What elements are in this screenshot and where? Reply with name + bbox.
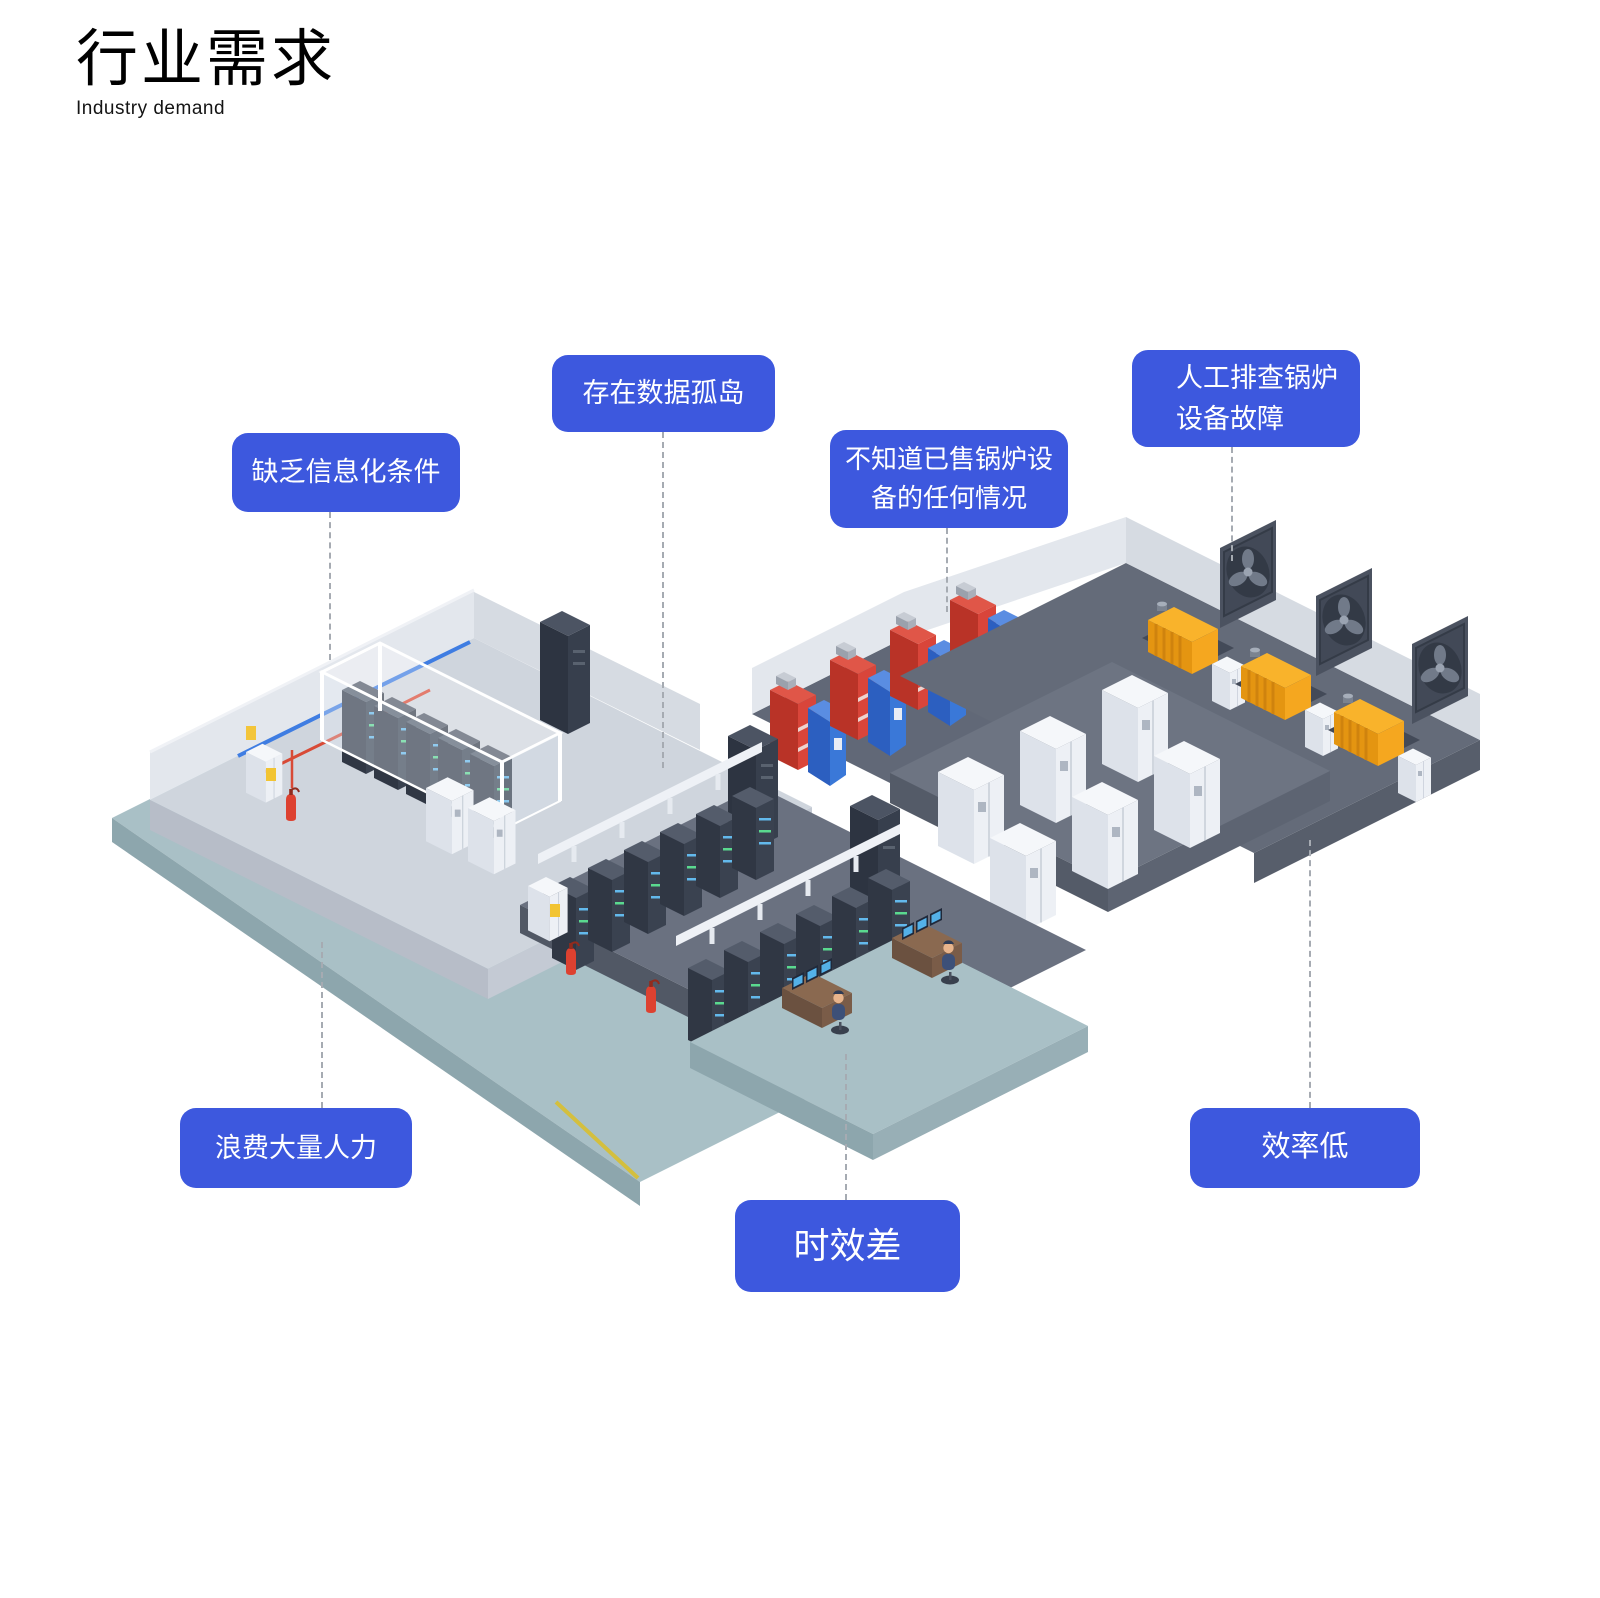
callout-waste-manpower: 浪费大量人力: [180, 1108, 412, 1188]
callout-label: 人工排查锅炉设备故障: [1176, 363, 1338, 434]
connector-low-efficiency: [1309, 840, 1311, 1108]
hazard-strip: [554, 1100, 640, 1180]
callout-label: 不知道已售锅炉设备的任何情况: [844, 444, 1053, 513]
connector-waste-manpower: [321, 942, 323, 1108]
white-cabinet: [1397, 748, 1432, 803]
callout-data-silos: 存在数据孤岛: [552, 355, 775, 432]
cabinet-area: [890, 662, 1330, 931]
page-subtitle: Industry demand: [76, 98, 226, 120]
overhead-rail: [676, 824, 900, 946]
callout-label: 浪费大量人力: [215, 1132, 377, 1163]
connector-unknown-sold-boilers: [946, 528, 948, 612]
overhead-rail: [538, 742, 762, 864]
white-cabinet: [1071, 781, 1139, 890]
connector-poor-timeliness: [845, 1054, 847, 1200]
callout-unknown-sold-boilers: 不知道已售锅炉设备的任何情况: [830, 430, 1068, 528]
connector-manual-troubleshooting: [1231, 447, 1233, 561]
yellow-sign: [246, 726, 256, 740]
white-cabinet: [425, 776, 475, 855]
connector-data-silos: [662, 432, 664, 768]
callout-poor-timeliness: 时效差: [735, 1200, 960, 1292]
server-rack: [624, 841, 666, 934]
callout-label: 缺乏信息化条件: [251, 457, 441, 488]
white-cabinet: [1153, 740, 1221, 849]
callout-label: 存在数据孤岛: [582, 378, 745, 409]
title-block: 行业需求 Industry demand: [76, 25, 337, 120]
fire-cabinet: [527, 876, 569, 942]
callout-manual-troubleshooting: 人工排查锅炉设备故障: [1132, 350, 1360, 447]
callout-label: 时效差: [793, 1225, 902, 1266]
page-title: 行业需求: [76, 25, 337, 94]
callout-low-efficiency: 效率低: [1190, 1108, 1420, 1188]
server-rack: [588, 859, 630, 952]
control-area: [690, 908, 1088, 1160]
server-rack: [732, 787, 774, 880]
server-rack: [696, 805, 738, 898]
callout-lack-informatization: 缺乏信息化条件: [232, 433, 460, 512]
callout-label: 效率低: [1261, 1131, 1349, 1164]
white-cabinet: [467, 796, 517, 875]
server-rack: [660, 823, 702, 916]
connector-lack-informatization: [329, 512, 331, 660]
tall-cabinet: [540, 611, 590, 734]
fire-cabinet: [245, 743, 283, 804]
